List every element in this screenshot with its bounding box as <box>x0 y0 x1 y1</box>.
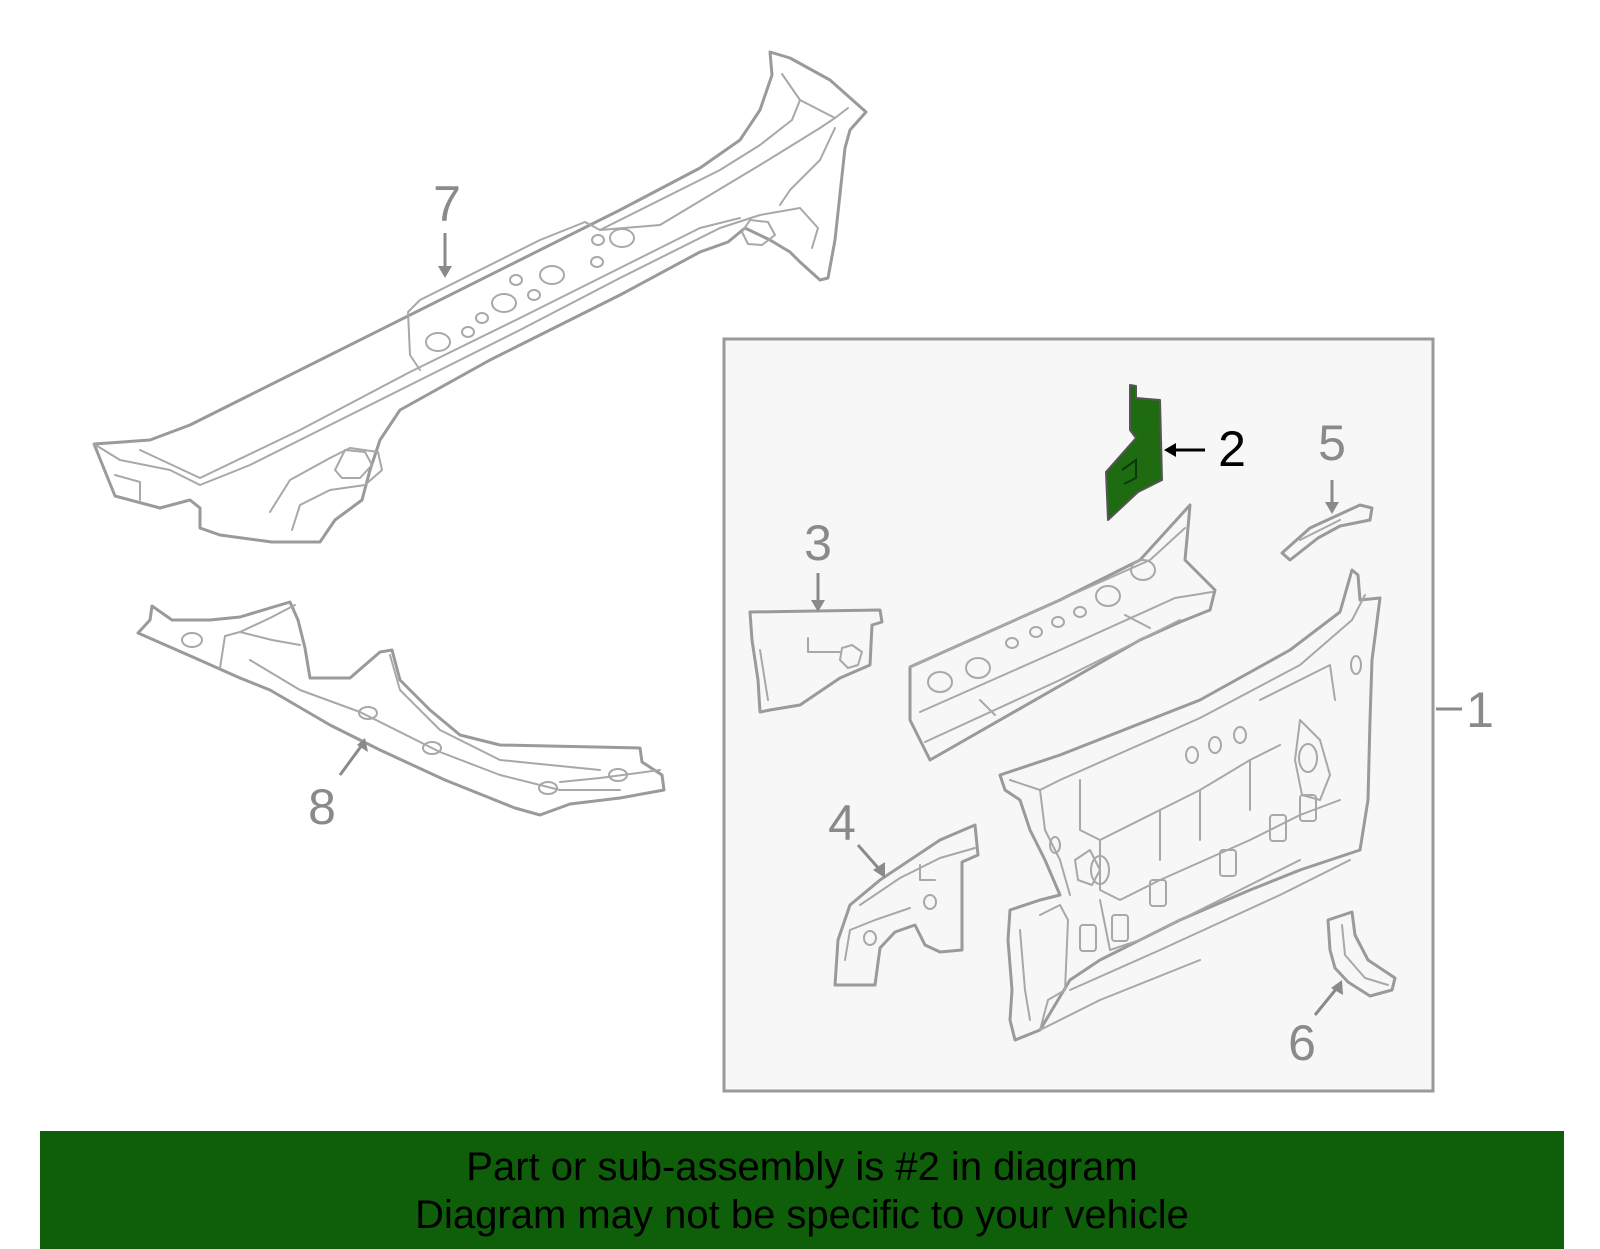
part-8-cross-member[interactable] <box>136 600 666 817</box>
part-5-bracket[interactable] <box>1280 503 1374 562</box>
callout-5: 5 <box>1318 415 1346 471</box>
callout-1: 1 <box>1466 682 1494 738</box>
callout-4-arrowhead <box>873 862 885 878</box>
callout-2-arrowhead <box>1164 443 1176 457</box>
callout-8-arrowhead <box>357 738 368 752</box>
callout-8: 8 <box>308 779 336 835</box>
info-banner: Part or sub-assembly is #2 in diagram Di… <box>40 1131 1564 1249</box>
callout-2: 2 <box>1218 421 1246 477</box>
part-3-panel[interactable] <box>748 608 884 714</box>
part-2-bracket[interactable] <box>1105 384 1163 521</box>
part-1-dash-panel[interactable] <box>998 568 1382 1042</box>
callout-6: 6 <box>1288 1015 1316 1071</box>
callout-5-arrowhead <box>1325 502 1339 514</box>
callout-4-leader <box>856 844 882 871</box>
part-7-cowl-panel[interactable] <box>92 50 868 544</box>
upper-beam[interactable] <box>908 503 1217 762</box>
callout-6-arrowhead <box>1331 980 1343 995</box>
banner-part-notice: Part or sub-assembly is #2 in diagram <box>466 1145 1138 1189</box>
assembly-box <box>722 337 1435 1093</box>
callout-7: 7 <box>433 176 461 232</box>
callout-3: 3 <box>804 515 832 571</box>
part-4-bracket[interactable] <box>833 823 980 987</box>
callout-8-leader <box>338 744 364 776</box>
banner-disclaimer: Diagram may not be specific to your vehi… <box>415 1193 1189 1237</box>
callout-3-arrowhead <box>811 600 825 612</box>
callout-6-leader <box>1313 987 1339 1016</box>
callout-4: 4 <box>828 795 856 851</box>
callout-7-arrowhead <box>438 266 452 278</box>
part-6-bracket[interactable] <box>1326 910 1397 998</box>
